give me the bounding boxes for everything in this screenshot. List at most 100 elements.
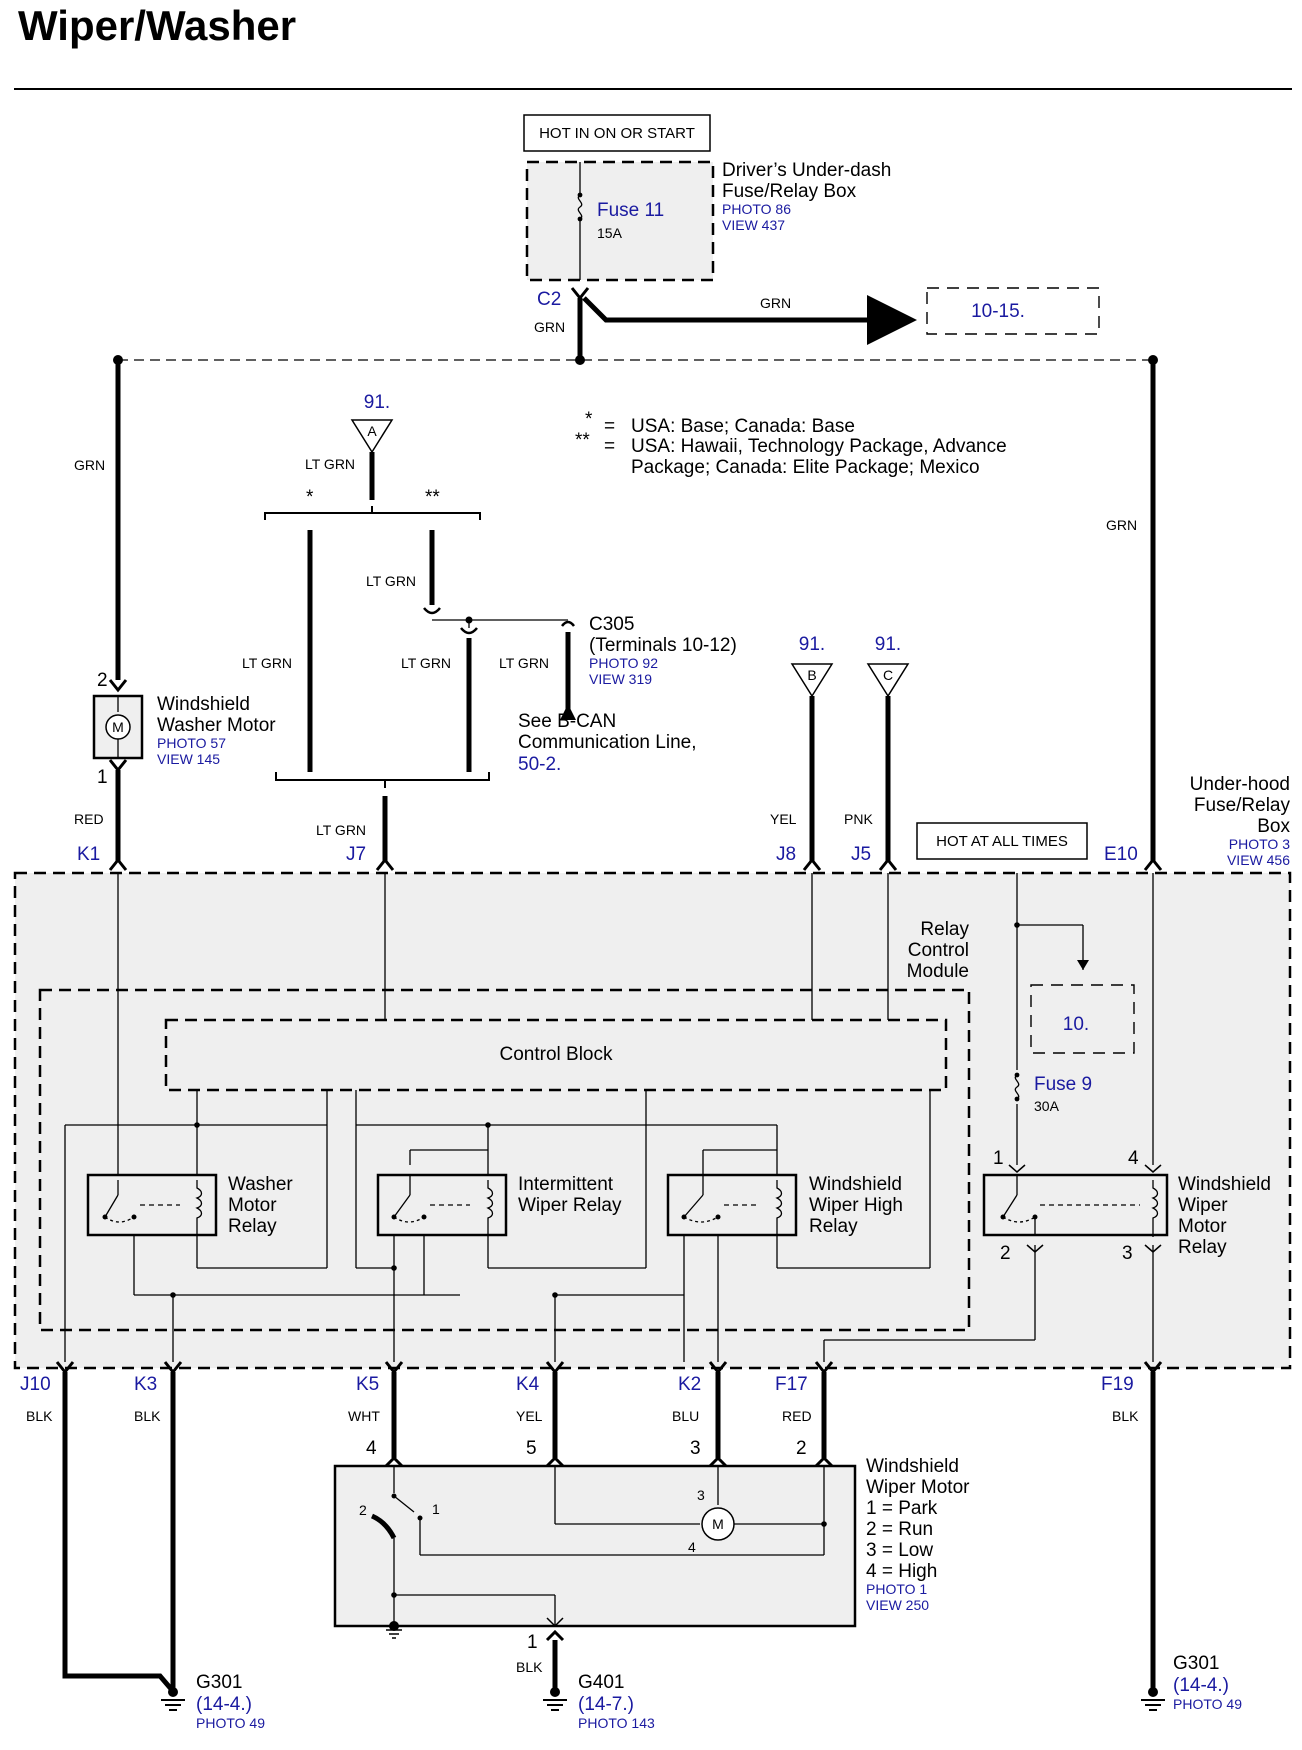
svg-text:(Terminals 10-12): (Terminals 10-12) xyxy=(589,635,737,656)
svg-text:PHOTO 92: PHOTO 92 xyxy=(589,655,658,671)
wm-i2: 2 xyxy=(359,1502,367,1518)
control-block xyxy=(164,1018,948,1092)
svg-text:=: = xyxy=(604,416,615,437)
svg-text:LT GRN: LT GRN xyxy=(316,822,366,838)
svg-text:VIEW 250: VIEW 250 xyxy=(866,1597,929,1613)
fuse9-symbol xyxy=(1014,1074,1020,1100)
hot-in-on-start-label: HOT IN ON OR START xyxy=(523,114,711,152)
wmr-pin3: 3 xyxy=(1122,1243,1133,1264)
connector-J5: J5 xyxy=(851,844,871,865)
svg-text:Motor: Motor xyxy=(228,1195,277,1216)
svg-text:PHOTO 49: PHOTO 49 xyxy=(196,1715,265,1731)
svg-text:HOT IN ON OR START: HOT IN ON OR START xyxy=(539,125,695,142)
wiper-motor-pin4: 4 xyxy=(366,1438,377,1459)
wiper-motor-label: Windshield xyxy=(866,1456,959,1477)
top-connector-symbols xyxy=(108,857,1163,871)
fuse11-name: Fuse 11 xyxy=(597,200,664,221)
wire-grn-c2: GRN xyxy=(534,319,565,335)
svg-text:LT GRN: LT GRN xyxy=(499,655,549,671)
rcm-label: Relay xyxy=(920,919,969,940)
intermittent-relay-label: Intermittent xyxy=(518,1174,614,1195)
svg-text:PHOTO 49: PHOTO 49 xyxy=(1173,1696,1242,1712)
under-dash-photo: PHOTO 86 xyxy=(722,201,791,217)
g301-left-name: G301 xyxy=(196,1672,242,1693)
connector-K2: K2 xyxy=(678,1374,701,1395)
wiper-motor-relay-label: Windshield xyxy=(1178,1174,1271,1195)
high-relay-label: Windshield xyxy=(809,1174,902,1195)
intermittent-wiper-relay xyxy=(376,1173,508,1237)
ref-B-triangle: B xyxy=(790,663,834,698)
g301-right-ref: (14-4.) xyxy=(1173,1675,1229,1696)
svg-text:LT GRN: LT GRN xyxy=(242,655,292,671)
svg-text:Wiper Relay: Wiper Relay xyxy=(518,1195,622,1216)
svg-text:VIEW 145: VIEW 145 xyxy=(157,751,220,767)
ground-g301-right xyxy=(1141,1687,1165,1711)
connector-C2: C2 xyxy=(537,289,561,310)
svg-text:BLK: BLK xyxy=(516,1659,543,1675)
svg-text:Box: Box xyxy=(1257,816,1290,837)
wiper-motor-pin2: 2 xyxy=(796,1438,807,1459)
svg-text:Wiper High: Wiper High xyxy=(809,1195,903,1216)
svg-text:Wiper Motor: Wiper Motor xyxy=(866,1477,970,1498)
svg-text:2 = Run: 2 = Run xyxy=(866,1519,933,1540)
svg-text:C: C xyxy=(883,667,893,683)
wiper-motor-pin-symbols xyxy=(384,1455,834,1468)
svg-text:YEL: YEL xyxy=(516,1408,543,1424)
connector-E10: E10 xyxy=(1104,844,1138,865)
washer-motor: M xyxy=(92,679,144,773)
svg-text:**: ** xyxy=(425,487,440,508)
fuse11-rating: 15A xyxy=(597,225,623,241)
svg-text:Control: Control xyxy=(908,940,969,961)
svg-text:Relay: Relay xyxy=(228,1216,277,1237)
hot-at-all-times-label: HOT AT ALL TIMES xyxy=(916,822,1088,860)
svg-text:Fuse/Relay Box: Fuse/Relay Box xyxy=(722,181,857,202)
blk-wire-j10 xyxy=(62,1372,174,1692)
wm-i3: 3 xyxy=(697,1487,705,1503)
under-hood-box-label: Under-hood xyxy=(1190,774,1290,795)
connector-F17: F17 xyxy=(775,1374,808,1395)
fuse9-rating: 30A xyxy=(1034,1098,1060,1114)
svg-text:*: * xyxy=(306,487,314,508)
svg-text:Washer Motor: Washer Motor xyxy=(157,715,276,736)
svg-text:Module: Module xyxy=(907,961,969,982)
connector-F19: F19 xyxy=(1101,1374,1134,1395)
connector-K3: K3 xyxy=(134,1374,157,1395)
svg-text:Motor: Motor xyxy=(1178,1216,1227,1237)
svg-text:PNK: PNK xyxy=(844,811,873,827)
legend-line2: USA: Hawaii, Technology Package, Advance xyxy=(631,436,1007,457)
windshield-wiper-motor: M xyxy=(333,1464,857,1631)
svg-text:Relay: Relay xyxy=(1178,1237,1227,1258)
svg-text:=: = xyxy=(604,436,615,457)
wmr-pin1: 1 xyxy=(993,1148,1004,1169)
svg-text:3 = Low: 3 = Low xyxy=(866,1540,933,1561)
svg-text:10.: 10. xyxy=(1063,1014,1089,1035)
ref-A-triangle: A xyxy=(350,419,394,454)
svg-text:PHOTO 57: PHOTO 57 xyxy=(157,735,226,751)
washer-relay-label: Washer xyxy=(228,1174,293,1195)
control-block-label: Control Block xyxy=(500,1044,613,1065)
c305-label: C305 xyxy=(589,614,634,635)
ref-91-c: 91. xyxy=(875,634,901,655)
g401-name: G401 xyxy=(578,1672,624,1693)
svg-text:**: ** xyxy=(575,430,590,451)
svg-text:BLU: BLU xyxy=(672,1408,699,1424)
connector-J7: J7 xyxy=(346,844,366,865)
svg-text:PHOTO 3: PHOTO 3 xyxy=(1229,836,1290,852)
grn-to-10-15-wire xyxy=(582,295,917,345)
brace-top xyxy=(264,506,481,520)
svg-text:PHOTO 143: PHOTO 143 xyxy=(578,1715,655,1731)
under-dash-box-label: Driver’s Under-dash xyxy=(722,160,891,181)
svg-text:GRN: GRN xyxy=(74,457,105,473)
svg-text:Fuse/Relay: Fuse/Relay xyxy=(1194,795,1291,816)
svg-text:BLK: BLK xyxy=(26,1408,53,1424)
svg-text:B: B xyxy=(807,667,816,683)
wm-i4: 4 xyxy=(688,1539,696,1555)
g301-right-name: G301 xyxy=(1173,1653,1219,1674)
svg-text:Wiper: Wiper xyxy=(1178,1195,1228,1216)
washer-motor-label: Windshield xyxy=(157,694,250,715)
svg-text:YEL: YEL xyxy=(770,811,797,827)
svg-text:PHOTO 1: PHOTO 1 xyxy=(866,1581,927,1597)
svg-text:1 = Park: 1 = Park xyxy=(866,1498,938,1519)
svg-text:HOT AT ALL TIMES: HOT AT ALL TIMES xyxy=(936,833,1068,850)
bcan-note: See B-CAN xyxy=(518,711,616,732)
